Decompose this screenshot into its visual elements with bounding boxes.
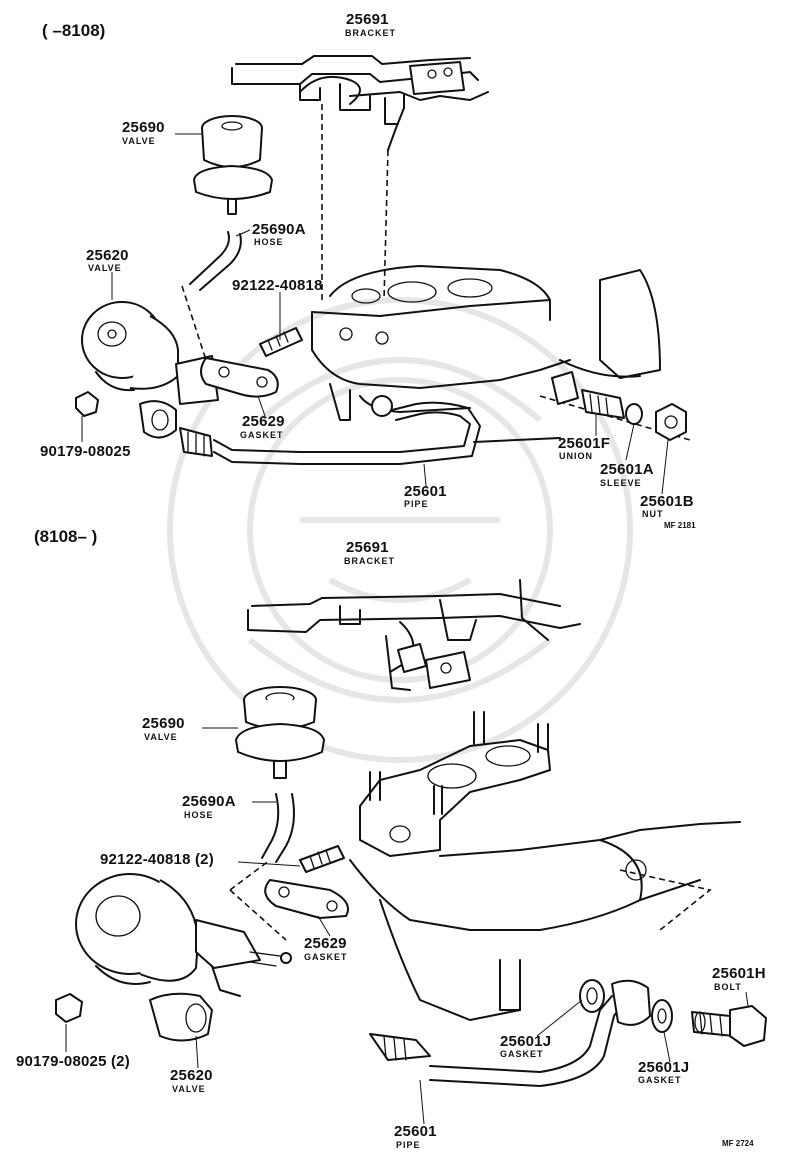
bottom-stud-drawing [299,845,345,873]
bottom-stud-part-number: 92122-40818 (2) [100,851,214,868]
top-egr-valve-drawing [81,301,219,439]
top-union-part-number: 25601F [558,435,611,452]
bottom-gasket-j2-part-name: GASKET [638,1075,682,1085]
bottom-bolt-drawing [691,1005,767,1047]
bottom-diagram-code: MF 2724 [722,1139,754,1148]
bottom-hose-part-number: 25690A [182,793,236,810]
top-sleeve-part-name: SLEEVE [600,478,642,488]
bottom-valve-part-name: VALVE [144,732,178,742]
top-pipe-part-number: 25601 [404,483,447,500]
bottom-nut-part-number: 90179-08025 (2) [16,1053,130,1070]
bottom-valve-part-number: 25690 [142,715,185,732]
bottom-manifold-drawing [349,711,741,1021]
leader-lines [65,133,749,1125]
bottom-pipe-part-number: 25601 [394,1123,437,1140]
top-egr-valve-part-number: 25620 [86,247,129,264]
top-pipe-part-name: PIPE [404,499,429,509]
top-section-header: ( –8108) [42,21,106,40]
bottom-bracket-part-number: 25691 [346,539,389,556]
top-vsv-valve-drawing [193,115,273,215]
top-pipe-drawing [179,395,561,465]
top-gasket-part-name: GASKET [240,430,284,440]
top-sleeve-part-number: 25601A [600,461,654,478]
bottom-hose-part-name: HOSE [184,810,214,820]
bottom-pipe-part-name: PIPE [396,1140,421,1150]
bottom-gasket-part-name: GASKET [304,952,348,962]
top-bracket-part-number: 25691 [346,11,389,28]
top-nut-b-part-number: 25601B [640,493,694,510]
bottom-bracket-drawing [247,579,581,691]
bottom-pipe-drawing [369,979,673,1087]
bottom-nut-drawing [55,993,83,1023]
bottom-egr-valve-drawing [75,873,292,1042]
top-nut-part-number: 90179-08025 [40,443,131,460]
top-gasket-part-number: 25629 [242,413,285,430]
top-stud-drawing [259,327,303,357]
bottom-gasket-j2-part-number: 25601J [638,1059,690,1076]
top-nut-drawing [75,391,99,417]
top-bracket-part-name: BRACKET [345,28,396,38]
top-union-sleeve-nut-drawing [551,371,687,441]
top-gasket-drawing [200,357,279,398]
top-union-part-name: UNION [559,451,593,461]
bottom-gasket-drawing [264,879,349,919]
bottom-bracket-part-name: BRACKET [344,556,395,566]
bottom-gasket-part-number: 25629 [304,935,347,952]
top-hose-part-number: 25690A [252,221,306,238]
top-hose-part-name: HOSE [254,237,284,247]
top-valve-part-number: 25690 [122,119,165,136]
bottom-egr-valve-part-name: VALVE [172,1084,206,1094]
bottom-gasket-j1-part-name: GASKET [500,1049,544,1059]
bottom-bolt-part-number: 25601H [712,965,766,982]
top-bracket-drawing [231,55,489,151]
bottom-vsv-valve-drawing [235,686,325,779]
top-diagram-code: MF 2181 [664,521,696,530]
bottom-egr-valve-part-number: 25620 [170,1067,213,1084]
top-nut-b-part-name: NUT [642,509,664,519]
bottom-gasket-j1-part-number: 25601J [500,1033,552,1050]
watermark-emblem [167,297,633,763]
top-valve-part-name: VALVE [122,136,156,146]
bottom-section-header: (8108– ) [34,527,98,546]
top-stud-part-number: 92122-40818 [232,277,323,294]
bottom-bolt-part-name: BOLT [714,982,742,992]
top-egr-valve-part-name: VALVE [88,263,122,273]
